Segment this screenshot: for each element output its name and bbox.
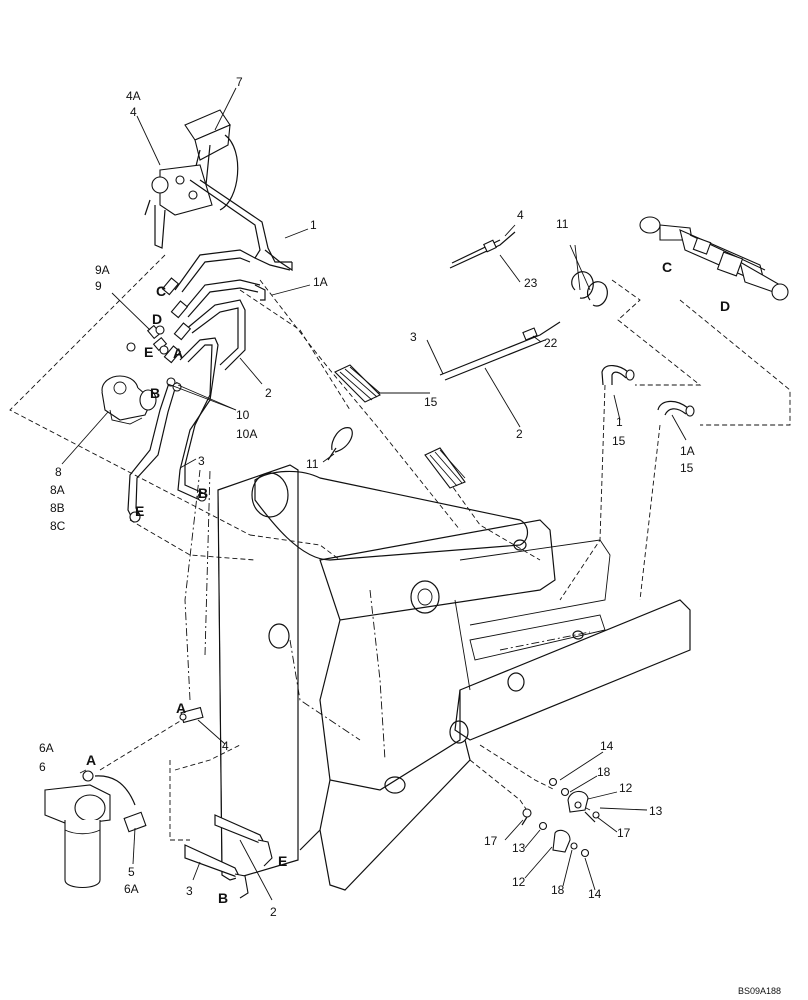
- conn-d-cyl: D: [720, 298, 730, 314]
- callout-11-right: 11: [556, 217, 569, 231]
- conn-e-valve: E: [144, 344, 153, 360]
- callout-1-cyl: 1: [616, 415, 623, 429]
- callout-6a-top: 6A: [39, 741, 54, 755]
- callout-22: 22: [544, 336, 558, 350]
- conn-e-hose: E: [278, 853, 287, 869]
- callout-1: 1: [310, 218, 317, 232]
- callout-8: 8: [55, 465, 62, 479]
- callout-numbers: 7 4A 4 1 1A 9A 9 2 10 10A 8 8A 8B 8C 3 1…: [39, 75, 695, 919]
- callout-17-right: 17: [617, 826, 631, 840]
- routing-lines: [9, 254, 791, 841]
- callout-7: 7: [236, 75, 243, 89]
- callout-4a: 4A: [126, 89, 141, 103]
- callout-15-cyl-a: 15: [612, 434, 626, 448]
- callout-4: 4: [130, 105, 137, 119]
- lower-hoses: [184, 814, 273, 899]
- callout-3-bottom: 3: [186, 884, 193, 898]
- conn-a-valve: A: [173, 345, 183, 361]
- conn-d-valve: D: [152, 311, 162, 327]
- callout-14-top: 14: [600, 739, 614, 753]
- callout-18-top: 18: [597, 765, 611, 779]
- callout-9a: 9A: [95, 263, 110, 277]
- hydraulic-tubes: [127, 179, 293, 523]
- callout-3-left: 3: [198, 454, 205, 468]
- hose-bundle-detail: [439, 231, 608, 381]
- cylinder-hoses: [601, 365, 695, 417]
- callout-2-right: 2: [516, 427, 523, 441]
- callout-8c: 8C: [50, 519, 66, 533]
- callout-9: 9: [95, 279, 102, 293]
- callout-2: 2: [265, 386, 272, 400]
- protective-sleeves: [334, 364, 466, 489]
- callout-8a: 8A: [50, 483, 65, 497]
- callout-13-left: 13: [512, 841, 526, 855]
- callout-6a-bottom: 6A: [124, 882, 139, 896]
- filter-assembly: [44, 770, 147, 889]
- callout-15-cyl-b: 15: [680, 461, 694, 475]
- callout-3-right: 3: [410, 330, 417, 344]
- conn-e-tube: E: [135, 503, 144, 519]
- callout-1a: 1A: [313, 275, 328, 289]
- callout-1a-cyl: 1A: [680, 444, 695, 458]
- hydraulic-cylinder: [639, 216, 789, 301]
- conn-b-tube: B: [198, 485, 208, 501]
- hydraulic-motor: [101, 375, 157, 425]
- callout-18-bottom: 18: [551, 883, 565, 897]
- callout-4-right: 4: [517, 208, 524, 222]
- callout-13-right: 13: [649, 804, 663, 818]
- conn-a-filter: A: [86, 752, 96, 768]
- callout-5: 5: [128, 865, 135, 879]
- conn-b-hose: B: [218, 890, 228, 906]
- callout-10a: 10A: [236, 427, 257, 441]
- callout-17-left: 17: [484, 834, 498, 848]
- callout-11-left: 11: [306, 457, 319, 471]
- conn-c-cyl: C: [662, 259, 672, 275]
- control-valve-assembly: [144, 109, 239, 249]
- callout-8b: 8B: [50, 501, 65, 515]
- callout-2-bottom: 2: [270, 905, 277, 919]
- mounting-hardware: [521, 777, 600, 858]
- leader-lines: [61, 87, 687, 901]
- conn-a-frame: A: [176, 700, 186, 716]
- callout-23: 23: [524, 276, 538, 290]
- callout-14-bottom: 14: [588, 887, 602, 901]
- cable-tie-11: [327, 427, 353, 461]
- conn-b-valve: B: [150, 385, 160, 401]
- conn-c-valve: C: [156, 283, 166, 299]
- callout-12-top: 12: [619, 781, 633, 795]
- frame-fitting-4: [179, 706, 204, 724]
- drawing-reference: BS09A188: [738, 986, 781, 996]
- callout-10: 10: [236, 408, 250, 422]
- callout-15-mid: 15: [424, 395, 438, 409]
- callout-6: 6: [39, 760, 46, 774]
- callout-12-bottom: 12: [512, 875, 526, 889]
- connection-letters: C D E A B B E C D A A B E: [86, 259, 730, 906]
- loader-frame: [217, 464, 691, 891]
- callout-4-frame: 4: [222, 739, 229, 753]
